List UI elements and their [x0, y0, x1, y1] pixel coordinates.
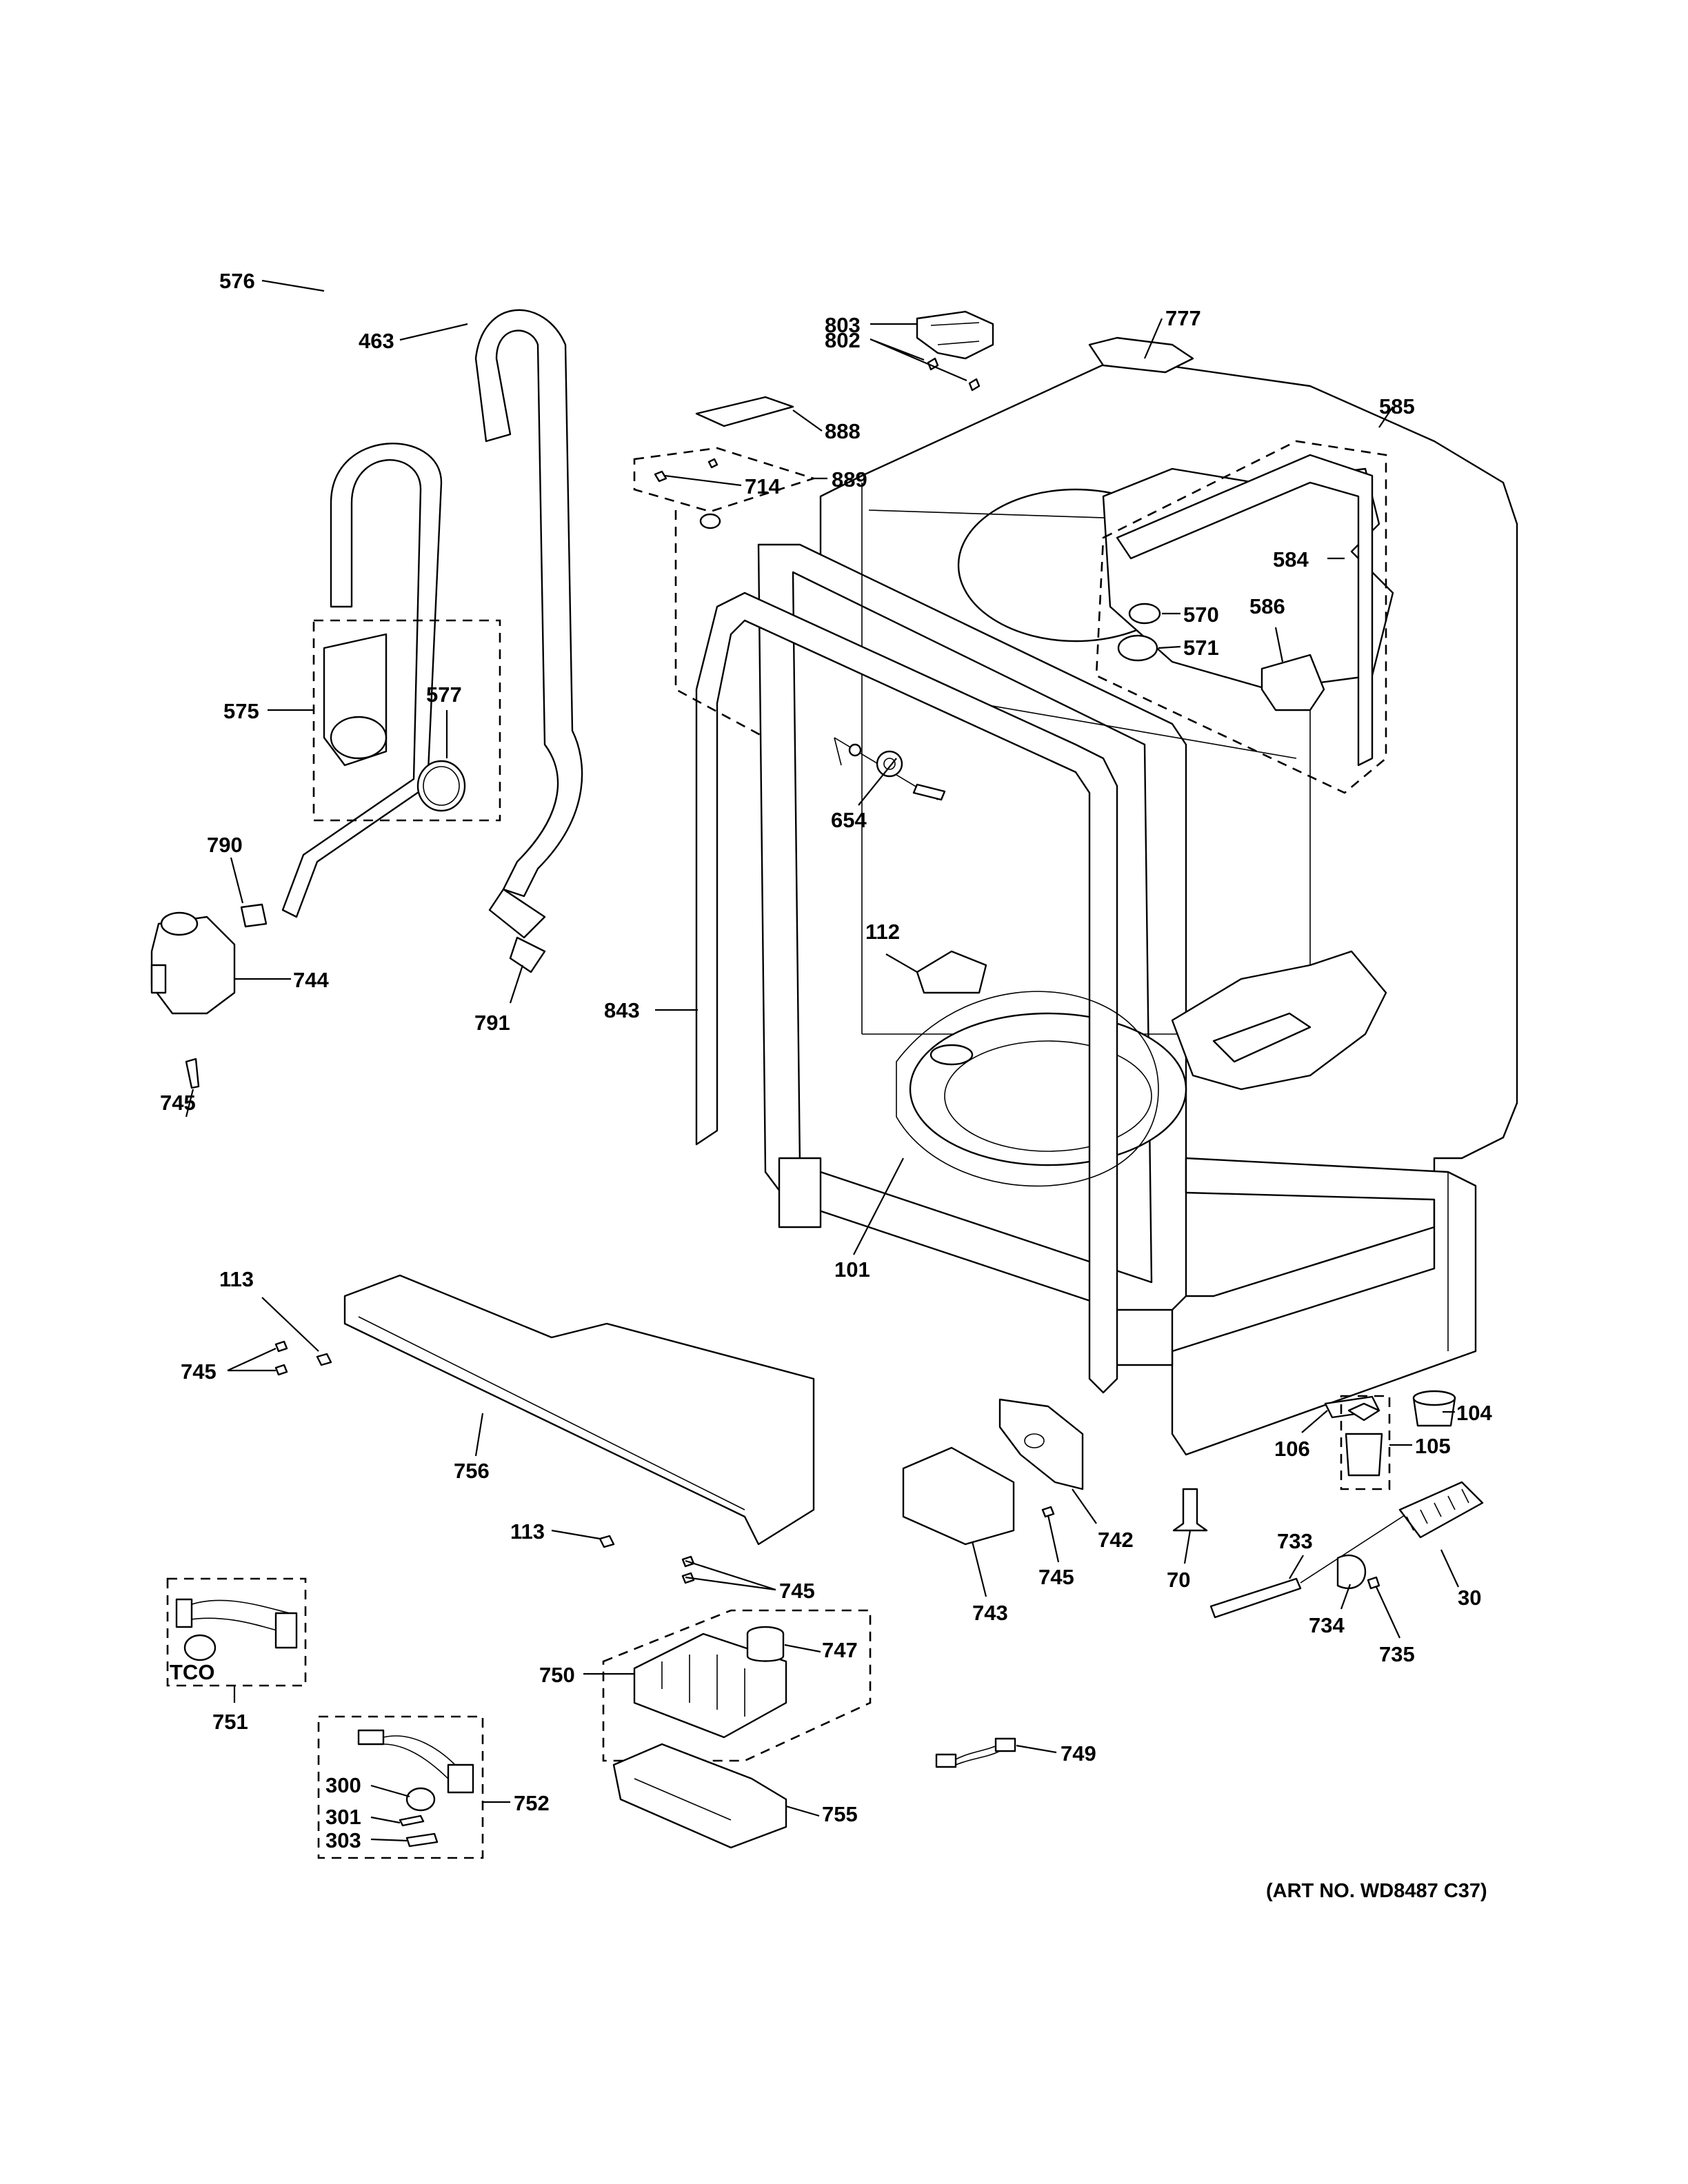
pulley-734	[1336, 1554, 1367, 1590]
callout-labels: 463 576 575 577 790 744 745 791 803 802 …	[160, 269, 1492, 1902]
callout-802: 802	[825, 328, 861, 352]
screw-735	[1367, 1576, 1380, 1590]
group-box-752	[317, 1715, 484, 1859]
board-tray-755	[612, 1743, 787, 1849]
callout-843: 843	[604, 998, 640, 1022]
clamp-790	[240, 903, 268, 928]
callout-113-top: 113	[219, 1267, 254, 1291]
part-303	[405, 1832, 439, 1848]
callout-751: 751	[212, 1710, 248, 1734]
art-number: (ART NO. WD8487 C37)	[1266, 1880, 1487, 1902]
bracket-112	[916, 950, 987, 994]
screws-745-left	[274, 1340, 288, 1376]
spring-30	[1398, 1481, 1484, 1539]
callout-104: 104	[1456, 1401, 1492, 1425]
callout-714: 714	[745, 474, 781, 498]
callout-70: 70	[1167, 1568, 1190, 1592]
callout-752: 752	[514, 1791, 550, 1815]
callout-747: 747	[822, 1638, 858, 1662]
water-valve-744	[150, 911, 236, 1015]
tub-assembly	[757, 336, 1518, 1456]
callout-654: 654	[831, 808, 867, 832]
callout-790: 790	[207, 833, 243, 857]
callout-888: 888	[825, 419, 861, 443]
callout-113-bottom: 113	[510, 1519, 545, 1544]
control-board-750	[633, 1632, 787, 1739]
group-box-751	[166, 1577, 307, 1687]
callout-745-mid: 745	[779, 1579, 815, 1603]
tco-label: TCO	[170, 1660, 214, 1684]
callout-750: 750	[539, 1663, 575, 1687]
callout-300: 300	[325, 1773, 361, 1797]
callout-745-toe: 745	[181, 1359, 217, 1384]
clip-586	[1260, 654, 1325, 711]
clamp-791	[509, 936, 546, 973]
wire-harness-749	[935, 1737, 1016, 1768]
callout-749: 749	[1061, 1741, 1096, 1766]
door-gasket-843	[695, 592, 1118, 1394]
callout-756: 756	[454, 1459, 490, 1483]
screw-113-bottom	[599, 1535, 615, 1548]
callout-30: 30	[1458, 1586, 1481, 1610]
screw-745-left	[185, 1058, 200, 1089]
bracket-742	[998, 1398, 1084, 1490]
capacitor-747	[746, 1626, 785, 1662]
drain-hose-463	[474, 309, 583, 898]
frame-584	[1116, 454, 1374, 767]
toe-kick-756	[343, 1274, 815, 1546]
callout-584: 584	[1273, 547, 1309, 572]
wire-harness-751	[175, 1598, 298, 1661]
o-ring-577	[416, 760, 466, 812]
callout-571: 571	[1183, 636, 1219, 660]
door-switch-803	[916, 310, 994, 360]
screw-113-top	[316, 1353, 332, 1366]
callout-743: 743	[972, 1601, 1008, 1625]
callout-745-left: 745	[160, 1091, 196, 1115]
foot-105	[1345, 1433, 1383, 1477]
callout-803: 803	[825, 313, 861, 337]
callout-791: 791	[474, 1011, 510, 1035]
callout-735: 735	[1379, 1642, 1415, 1666]
callout-576: 576	[219, 269, 255, 293]
callout-889: 889	[832, 467, 867, 492]
callout-586: 586	[1249, 594, 1285, 618]
callout-101: 101	[834, 1257, 870, 1282]
tub-gasket-101	[896, 991, 1159, 1187]
part-301	[399, 1814, 425, 1827]
fill-hose-576	[281, 443, 443, 918]
callout-463: 463	[359, 329, 394, 353]
inlet-fitting-654	[834, 737, 946, 801]
sensor-300	[405, 1787, 436, 1812]
callout-301: 301	[325, 1805, 361, 1829]
group-box-575	[312, 619, 501, 822]
group-box-889	[633, 447, 817, 513]
nozzle-570-571	[1117, 603, 1161, 662]
callout-744: 744	[293, 968, 329, 992]
group-box-585	[1095, 440, 1387, 794]
callout-577: 577	[426, 682, 462, 707]
callout-105: 105	[1415, 1434, 1451, 1458]
callout-106: 106	[1274, 1437, 1310, 1461]
callout-570: 570	[1183, 603, 1219, 627]
wire-harness-752	[357, 1729, 474, 1848]
callout-755: 755	[822, 1802, 858, 1826]
callout-585: 585	[1379, 394, 1415, 418]
group-box-105	[1340, 1395, 1391, 1490]
bracket-plate-888	[695, 396, 794, 427]
callout-112: 112	[865, 920, 900, 944]
callout-303: 303	[325, 1828, 361, 1852]
leader-lines	[185, 279, 1459, 1842]
screw-745-center	[1041, 1506, 1055, 1518]
door-cable-733	[1209, 1577, 1302, 1619]
callout-575: 575	[223, 699, 259, 723]
terminal-box-743	[902, 1446, 1015, 1546]
callout-742: 742	[1098, 1528, 1134, 1552]
group-box-750	[602, 1609, 872, 1762]
callout-734: 734	[1309, 1613, 1345, 1637]
leveler-70	[1172, 1488, 1208, 1532]
callout-745-center: 745	[1038, 1565, 1074, 1589]
callout-733: 733	[1277, 1529, 1313, 1553]
callout-777: 777	[1165, 306, 1201, 330]
